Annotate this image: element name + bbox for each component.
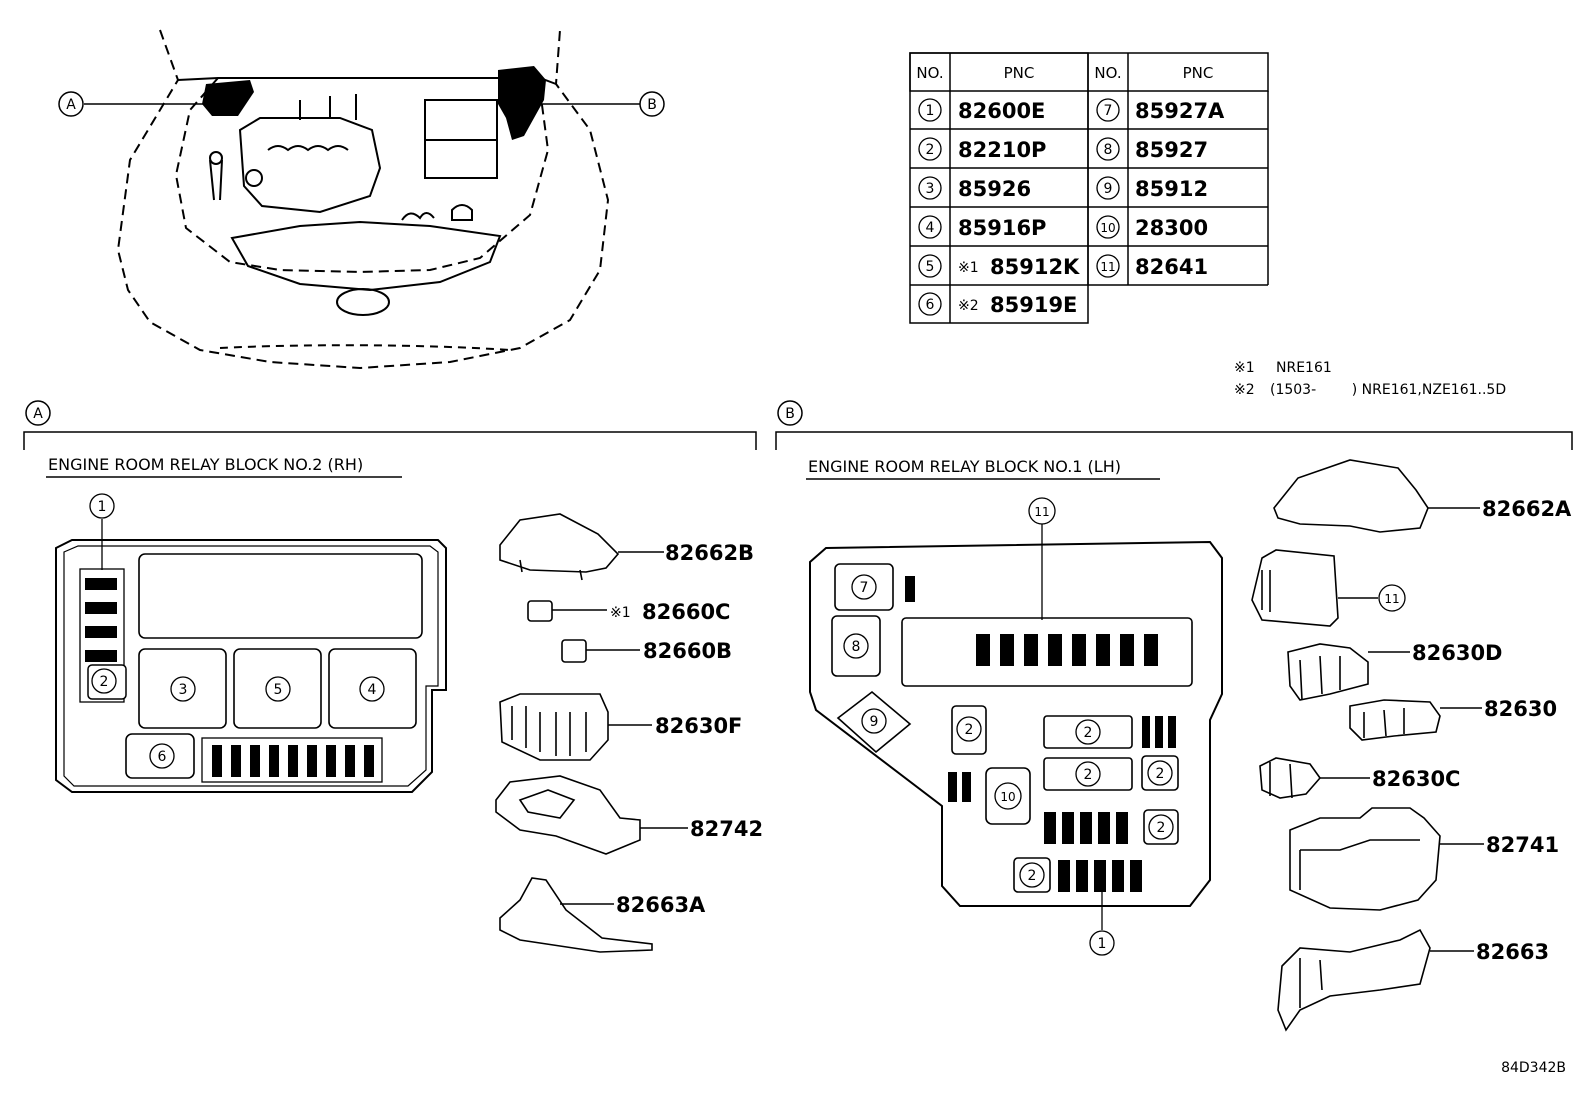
table-row-no: 8 — [1104, 142, 1113, 158]
table-row-pnc: 85912K — [990, 255, 1080, 279]
section-b-title: ENGINE ROOM RELAY BLOCK NO.1 (LH) — [808, 457, 1121, 476]
label-2: 2 — [965, 722, 974, 738]
label-3: 3 — [179, 682, 188, 698]
label-2: 2 — [1084, 725, 1093, 741]
table-row-pnc: 85919E — [990, 293, 1077, 317]
label-6: 6 — [158, 749, 167, 765]
part-82630: 82630 — [1484, 697, 1557, 721]
table-header-pnc-1: PNC — [1004, 64, 1035, 82]
part-11-callout — [1378, 584, 1406, 612]
table-header-no-1: NO. — [916, 64, 943, 82]
note-1-text: NRE161 — [1276, 360, 1332, 376]
label-1: 1 — [98, 499, 107, 515]
section-b: B ENGINE ROOM RELAY BLOCK NO.1 (LH) — [775, 400, 1573, 1032]
table-row-no: 6 — [926, 297, 935, 313]
label-7: 7 — [860, 580, 869, 596]
label-2: 2 — [1157, 820, 1166, 836]
part-82742: 82742 — [690, 817, 763, 841]
label-10: 10 — [1000, 790, 1015, 804]
table-row-no: 5 — [926, 259, 935, 275]
label-11: 11 — [1034, 505, 1049, 519]
table-row-pnc: 82210P — [958, 138, 1046, 162]
section-a: A ENGINE ROOM RELAY BLOCK NO.2 (RH) — [23, 400, 763, 953]
figure-code: 84D342B — [1501, 1060, 1566, 1076]
table-header-no-2: NO. — [1094, 64, 1121, 82]
part-82630C: 82630C — [1372, 767, 1460, 791]
table-row-pnc: 85926 — [958, 177, 1031, 201]
table-row-no: 11 — [1100, 260, 1115, 274]
pnc-table: NO. PNC NO. PNC 1 2 3 4 5 6 82600E 82210… — [909, 52, 1269, 324]
table-row-pnc: 82641 — [1135, 255, 1208, 279]
table-row-pnc: 85927 — [1135, 138, 1208, 162]
table-row-pnc: 85927A — [1135, 99, 1225, 123]
label-4: 4 — [368, 682, 377, 698]
section-a-title: ENGINE ROOM RELAY BLOCK NO.2 (RH) — [48, 455, 363, 474]
note-1-mark: ※1 — [1234, 360, 1255, 376]
callout-b-top: B — [639, 91, 665, 117]
section-a-marker: A — [33, 406, 43, 422]
relay-block-a-location — [202, 80, 254, 116]
label-2: 2 — [1156, 766, 1165, 782]
section-b-marker: B — [785, 406, 795, 422]
table-row-no: 1 — [926, 103, 935, 119]
part-82741: 82741 — [1486, 833, 1559, 857]
label-1: 1 — [1098, 936, 1107, 952]
label-2: 2 — [100, 674, 109, 690]
table-row-mark: ※2 — [958, 298, 979, 314]
table-row-no: 3 — [926, 181, 935, 197]
table-row-pnc: 85912 — [1135, 177, 1208, 201]
label-9: 9 — [870, 714, 879, 730]
label-2: 2 — [1084, 767, 1093, 783]
table-row-no: 7 — [1104, 103, 1113, 119]
part-82630D: 82630D — [1412, 641, 1503, 665]
table-header-pnc-2: PNC — [1183, 64, 1214, 82]
part-82660C-mark: ※1 — [610, 605, 631, 621]
table-row-no: 4 — [926, 220, 935, 236]
table-row-pnc: 82600E — [958, 99, 1045, 123]
part-82630F: 82630F — [655, 714, 742, 738]
part-82660C: 82660C — [642, 600, 730, 624]
table-row-pnc: 28300 — [1135, 216, 1208, 240]
table-row-no: 10 — [1100, 221, 1115, 235]
label-8: 8 — [852, 639, 861, 655]
notes: ※1 NRE161 ※2 (1503- ) NRE161,NZE161..5D — [1234, 360, 1506, 398]
label-5: 5 — [274, 682, 283, 698]
note-2-text: (1503- ) NRE161,NZE161..5D — [1270, 382, 1506, 398]
part-11-label: 11 — [1384, 592, 1399, 606]
part-82663: 82663 — [1476, 940, 1549, 964]
part-82660B: 82660B — [643, 639, 732, 663]
table-row-no: 2 — [926, 142, 935, 158]
relay-block-b-location — [498, 66, 546, 140]
car-engine-bay-illustration — [116, 29, 610, 370]
note-2-mark: ※2 — [1234, 382, 1255, 398]
svg-text:B: B — [647, 97, 657, 113]
table-row-mark: ※1 — [958, 260, 979, 276]
callout-a-top: A — [58, 91, 84, 117]
table-row-pnc: 85916P — [958, 216, 1046, 240]
svg-text:A: A — [66, 97, 76, 113]
part-82663A: 82663A — [616, 893, 706, 917]
label-2: 2 — [1028, 868, 1037, 884]
table-row-no: 9 — [1104, 181, 1113, 197]
part-82662B: 82662B — [665, 541, 754, 565]
part-82662A: 82662A — [1482, 497, 1572, 521]
